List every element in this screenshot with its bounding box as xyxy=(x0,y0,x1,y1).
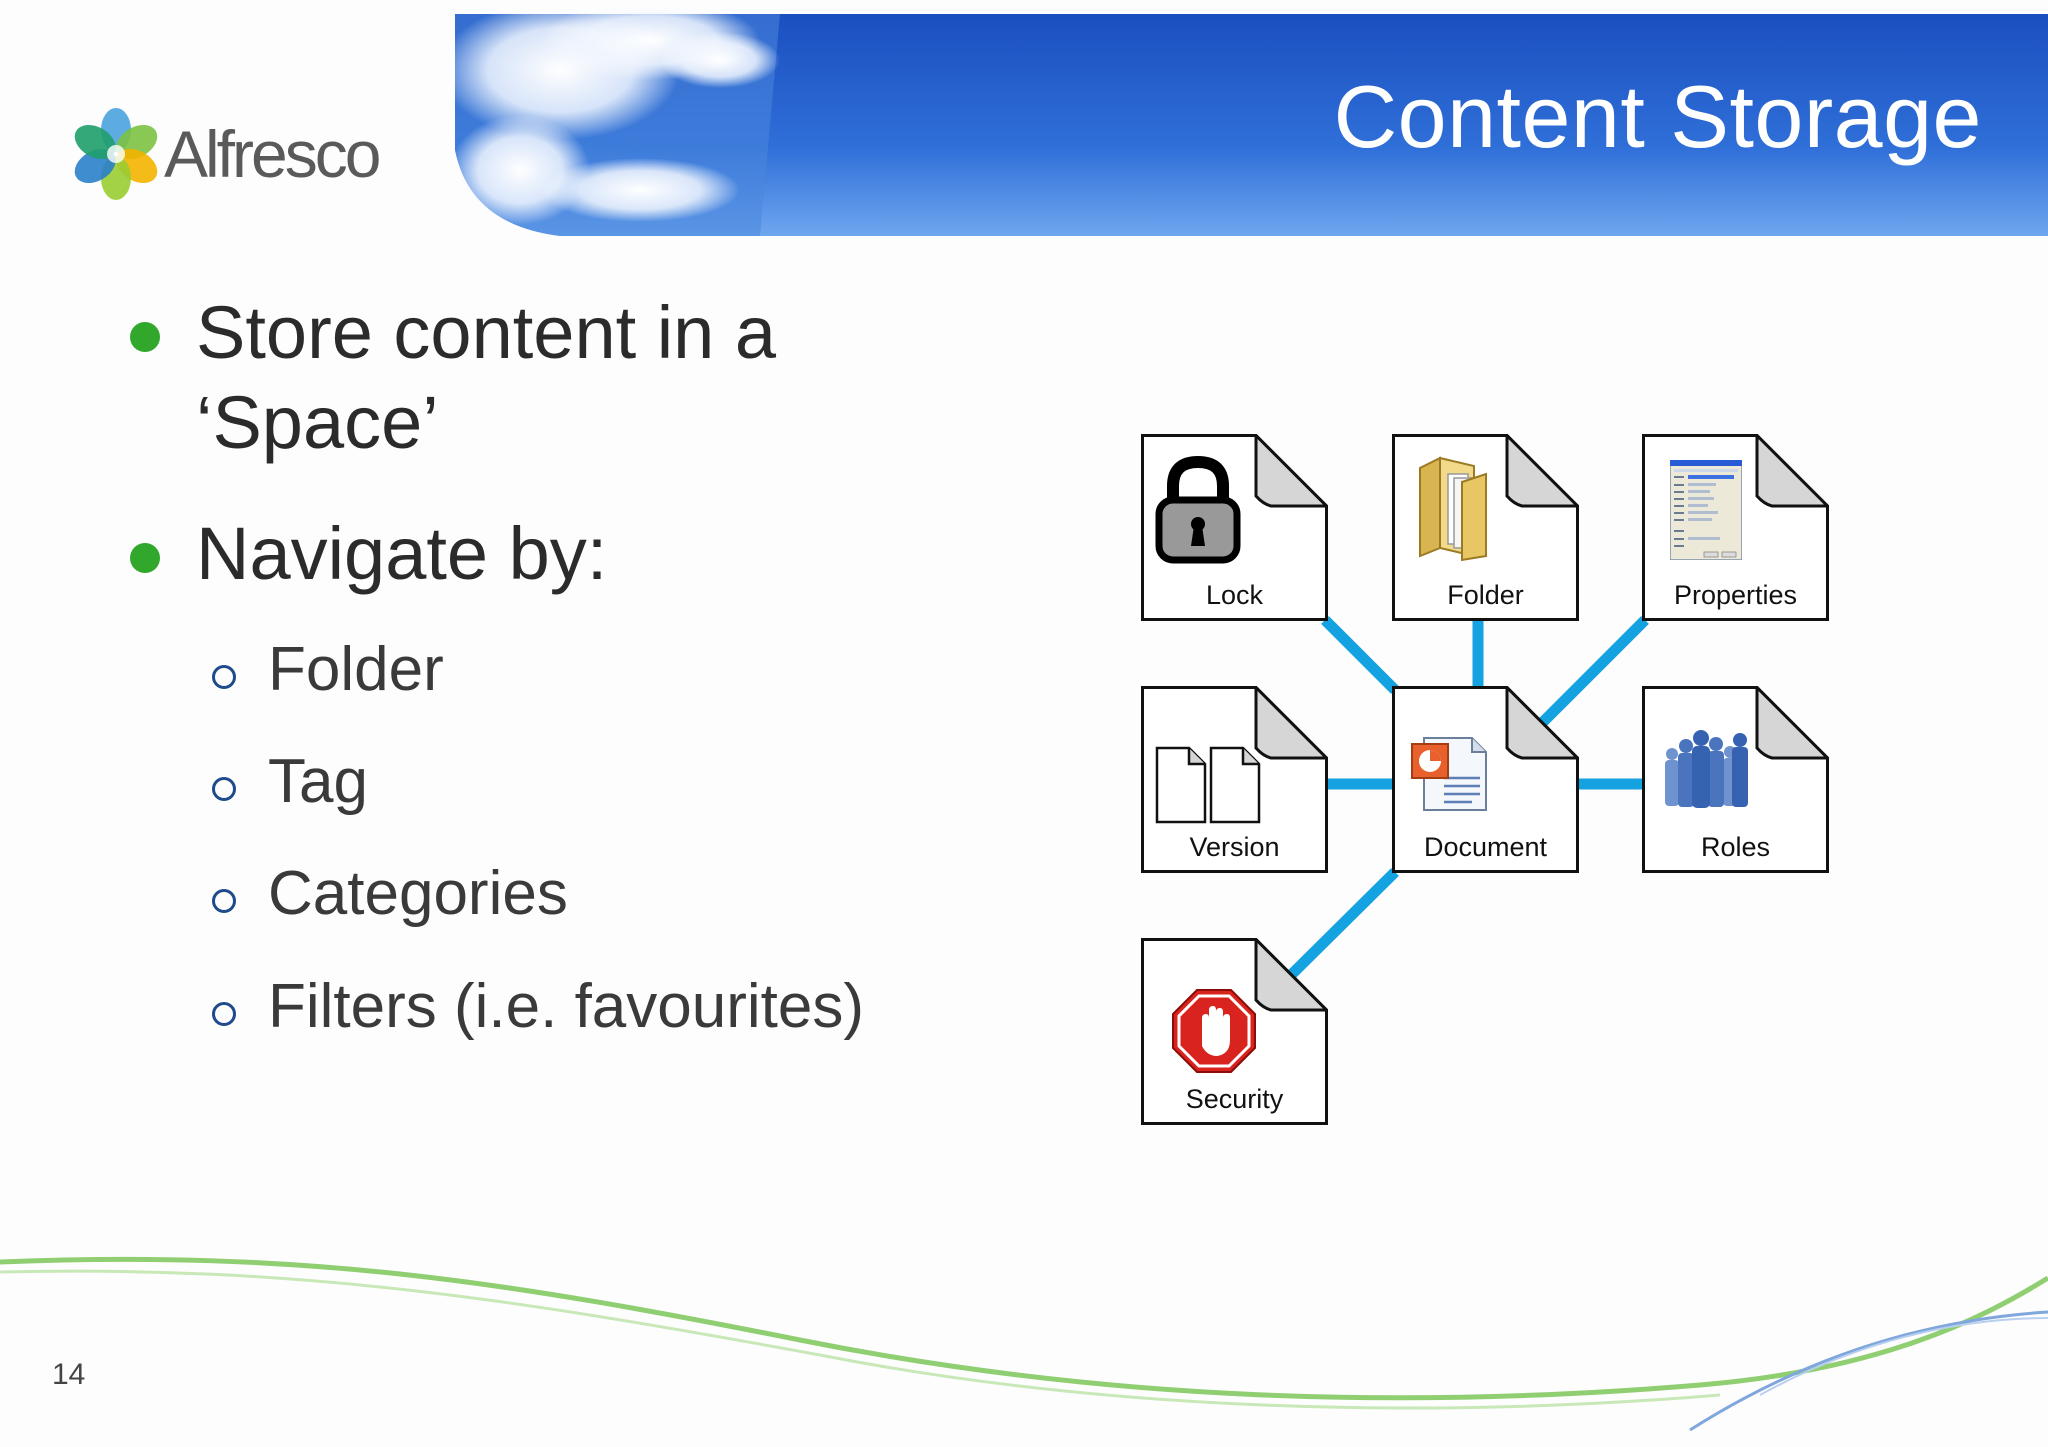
alfresco-flower-icon xyxy=(74,108,158,200)
bullet-navigate-by: Navigate by: xyxy=(196,512,608,595)
node-label-roles: Roles xyxy=(1700,832,1771,862)
sub-bullet-categories: Categories xyxy=(268,859,568,928)
diagram-node-security: Security xyxy=(1141,938,1328,1125)
people-icon xyxy=(1665,730,1748,808)
diagram-node-roles: Roles xyxy=(1642,686,1829,873)
sub-bullet-filters: Filters (i.e. favourites) xyxy=(268,972,865,1041)
diagram-node-folder: Folder xyxy=(1392,434,1579,621)
diagram-node-properties: Properties xyxy=(1642,434,1829,621)
stop-hand-icon xyxy=(1172,989,1256,1073)
diagram-node-document: Document xyxy=(1392,686,1579,873)
bullet-store-content: Store content in a ‘Space’ xyxy=(196,291,777,464)
document-icon xyxy=(1411,737,1487,811)
versions-icon xyxy=(1155,746,1261,824)
sub-bullet-circle xyxy=(212,777,236,801)
sub-bullet-circle xyxy=(212,665,236,689)
bullet-dot xyxy=(130,543,160,573)
sub-bullet-folder: Folder xyxy=(268,635,444,704)
bullet-dot xyxy=(130,322,160,352)
properties-dialog-icon xyxy=(1670,460,1742,560)
alfresco-logo: Alfresco xyxy=(66,104,406,204)
diagram-node-version: Version xyxy=(1141,686,1328,873)
node-label-properties: Properties xyxy=(1673,580,1798,610)
slide-title: Content Storage xyxy=(1333,67,1982,166)
sub-bullet-circle xyxy=(212,889,236,913)
node-label-document: Document xyxy=(1423,832,1548,862)
sub-bullet-tag: Tag xyxy=(268,747,368,816)
folder-icon xyxy=(1419,456,1487,562)
diagram-node-lock: Lock xyxy=(1141,434,1328,621)
padlock-icon xyxy=(1155,455,1241,564)
node-label-lock: Lock xyxy=(1205,580,1264,610)
sub-bullet-circle xyxy=(212,1002,236,1026)
node-label-security: Security xyxy=(1185,1084,1284,1114)
node-label-version: Version xyxy=(1189,832,1280,862)
logo-wordmark: Alfresco xyxy=(164,117,381,191)
page-number: 14 xyxy=(52,1358,86,1391)
node-label-folder: Folder xyxy=(1447,580,1524,610)
